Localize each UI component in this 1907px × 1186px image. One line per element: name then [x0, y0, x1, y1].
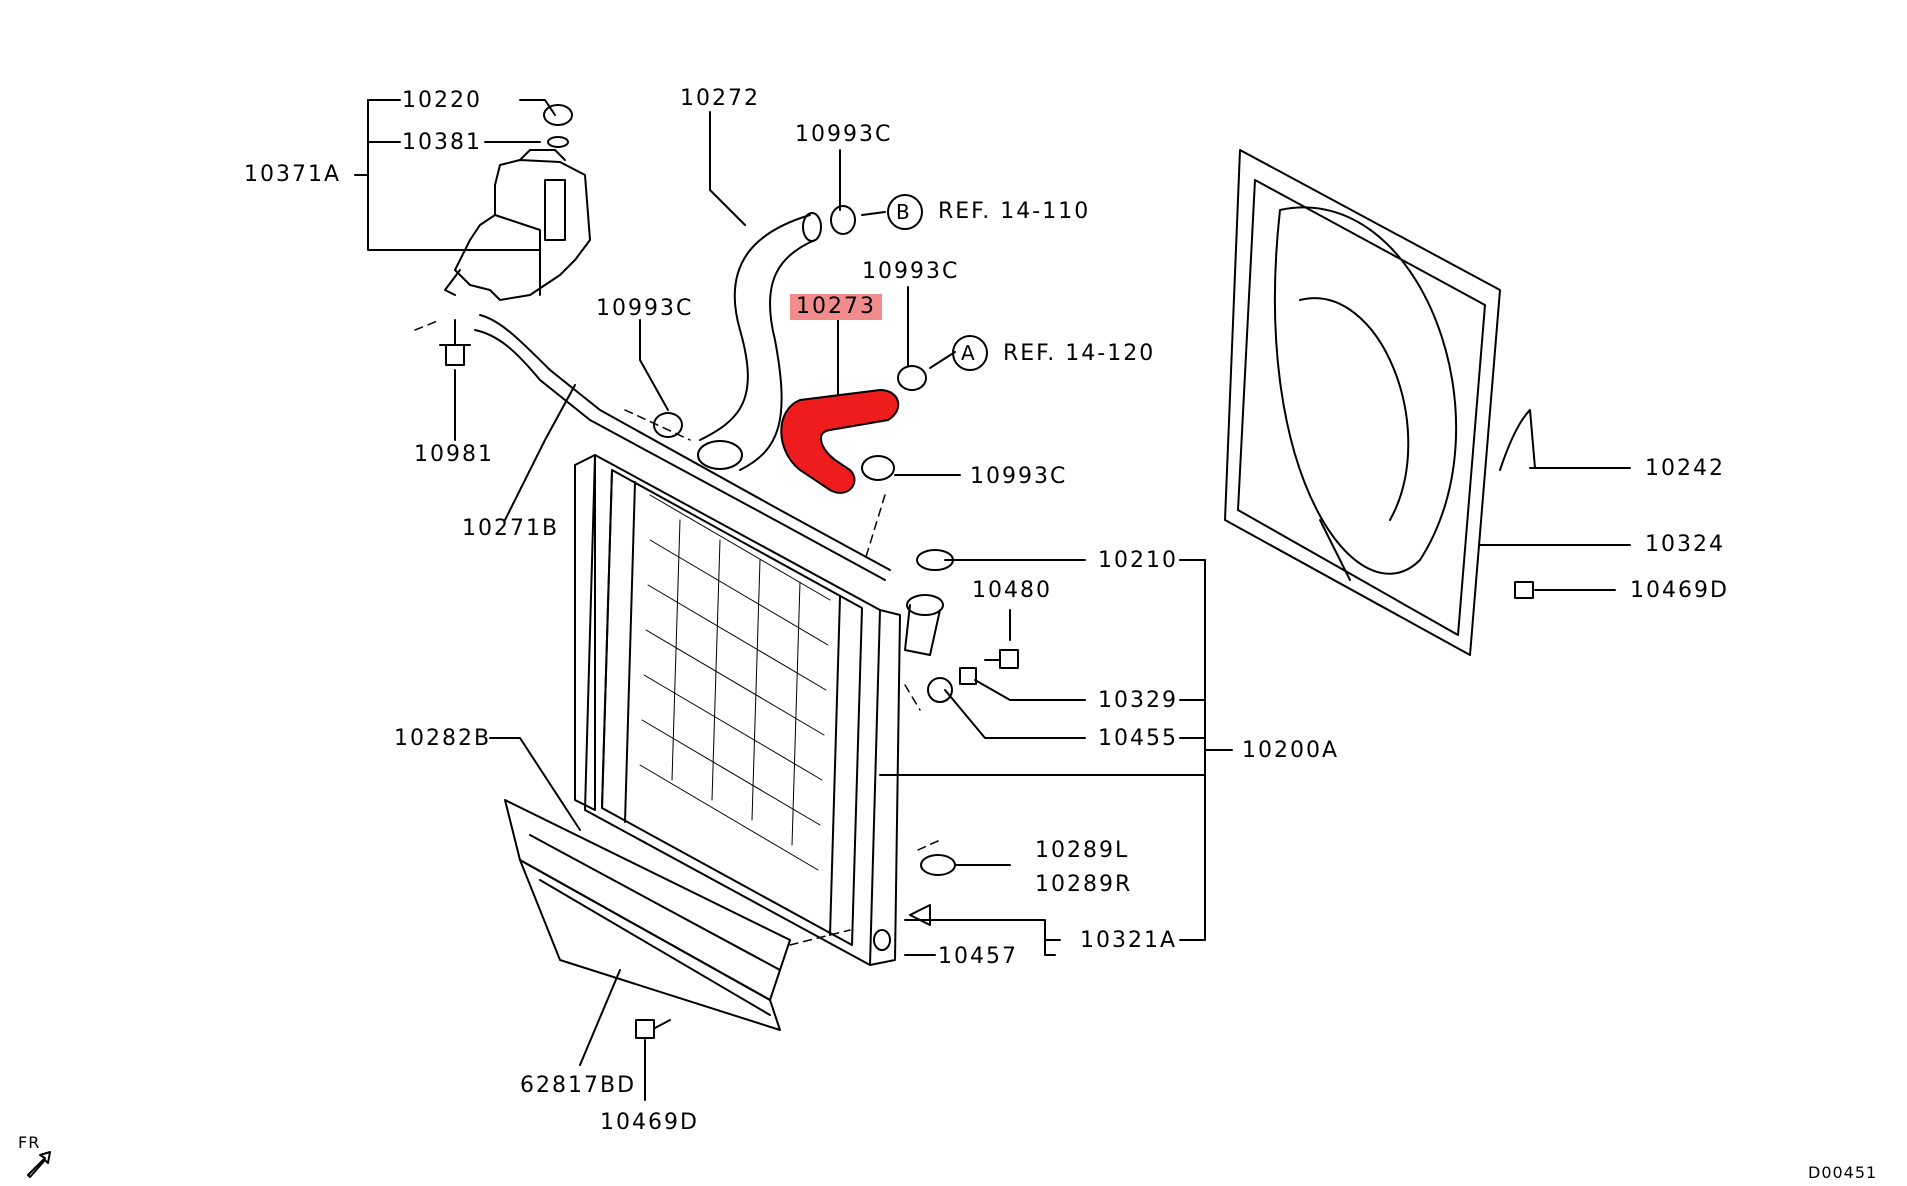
label-10242: 10242: [1645, 456, 1725, 481]
label-62817bd: 62817BD: [520, 1073, 637, 1098]
label-10457: 10457: [938, 944, 1018, 969]
label-10324: 10324: [1645, 532, 1725, 557]
highlighted-hose-10273: [780, 388, 900, 494]
overflow-tube: [479, 314, 891, 571]
label-10455: 10455: [1098, 726, 1178, 751]
ref-a-text[interactable]: REF. 14-120: [1003, 341, 1156, 366]
label-10469d-bottom: 10469D: [600, 1110, 699, 1135]
label-10993c-low: 10993C: [970, 464, 1068, 489]
ref-a-letter: A: [961, 341, 975, 365]
label-10289r: 10289R: [1035, 872, 1133, 897]
label-10993c-left: 10993C: [596, 296, 694, 321]
mount-parts: [927, 649, 1019, 703]
ref-b-text[interactable]: REF. 14-110: [938, 199, 1091, 224]
front-arrow-icon: [27, 1151, 51, 1178]
label-10273-highlighted: 10273: [790, 294, 882, 320]
label-10321a: 10321A: [1080, 928, 1178, 953]
label-10200a: 10200A: [1242, 738, 1340, 763]
fan-shroud: [1224, 149, 1501, 656]
label-10210: 10210: [1098, 548, 1178, 573]
label-10480: 10480: [972, 578, 1052, 603]
label-10993c-top: 10993C: [795, 122, 893, 147]
lower-cover: [504, 799, 791, 1031]
label-10271b: 10271B: [462, 516, 560, 541]
label-10381: 10381: [402, 130, 482, 155]
ref-a-circle: [952, 335, 988, 371]
label-10289l: 10289L: [1035, 838, 1130, 863]
label-10272: 10272: [680, 86, 760, 111]
leader-lines: [354, 99, 1631, 1101]
shroud-bolt: [1514, 581, 1534, 599]
label-10282b: 10282B: [394, 726, 492, 751]
radiator-cap: [916, 549, 954, 571]
label-10993c-mid: 10993C: [862, 259, 960, 284]
diagram-code: D00451: [1808, 1163, 1878, 1182]
label-10981: 10981: [414, 442, 494, 467]
drain-plug: [873, 854, 956, 951]
ref-b-letter: B: [896, 200, 910, 224]
label-10469d-right: 10469D: [1630, 578, 1729, 603]
label-10220: 10220: [402, 88, 482, 113]
ref-b-circle: [887, 194, 923, 230]
reservoir-tank: [444, 149, 591, 301]
upper-hose: [697, 212, 822, 471]
radiator: [574, 454, 944, 966]
hose-clamps: [653, 205, 927, 481]
front-marker-label: FR: [18, 1133, 41, 1152]
reservoir-cap: [543, 104, 573, 148]
label-10329: 10329: [1098, 688, 1178, 713]
cover-bolt: [635, 1019, 671, 1039]
wiring-10242: [1499, 409, 1536, 471]
label-10371a: 10371A: [244, 162, 342, 187]
bolt-10981: [439, 319, 471, 366]
